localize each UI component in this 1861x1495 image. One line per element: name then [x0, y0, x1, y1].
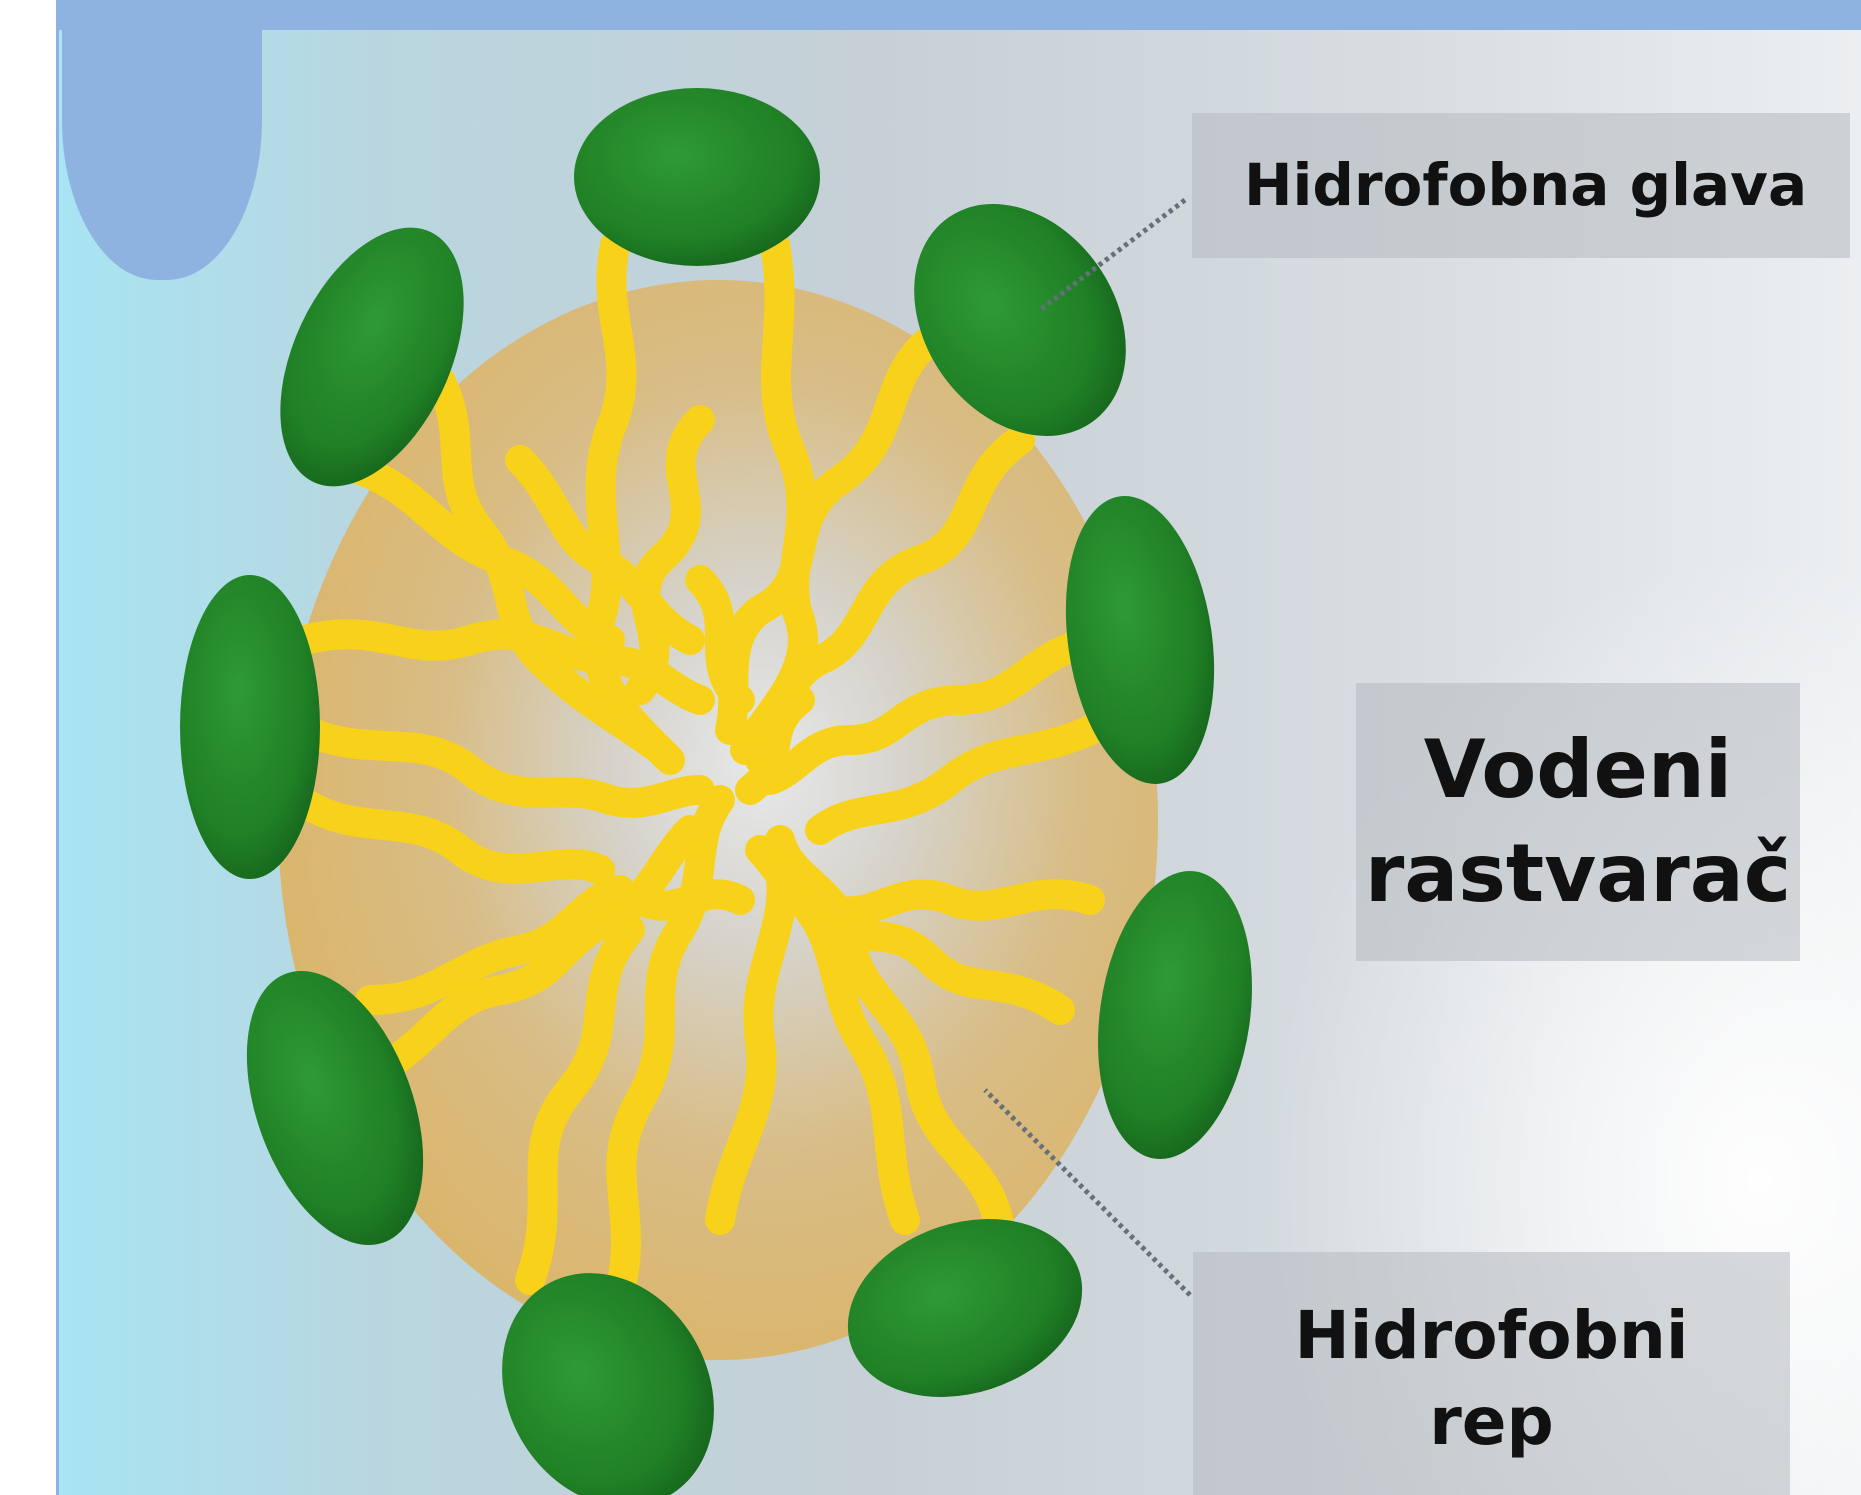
label-tail-line1: Hidrofobni: [1295, 1293, 1689, 1379]
label-solvent-line1: Vodeni: [1424, 718, 1732, 822]
label-solvent-line2: rastvarač: [1365, 822, 1791, 926]
head-top: [574, 88, 820, 266]
label-head-text: Hidrofobna glava: [1244, 148, 1807, 223]
label-aqueous-solvent: Vodeni rastvarač: [1356, 683, 1800, 961]
label-hydrophobic-tail: Hidrofobni rep: [1193, 1252, 1790, 1495]
head-left: [180, 575, 320, 879]
label-hydrophobic-head: Hidrofobna glava: [1192, 113, 1850, 258]
label-tail-line2: rep: [1429, 1379, 1554, 1465]
